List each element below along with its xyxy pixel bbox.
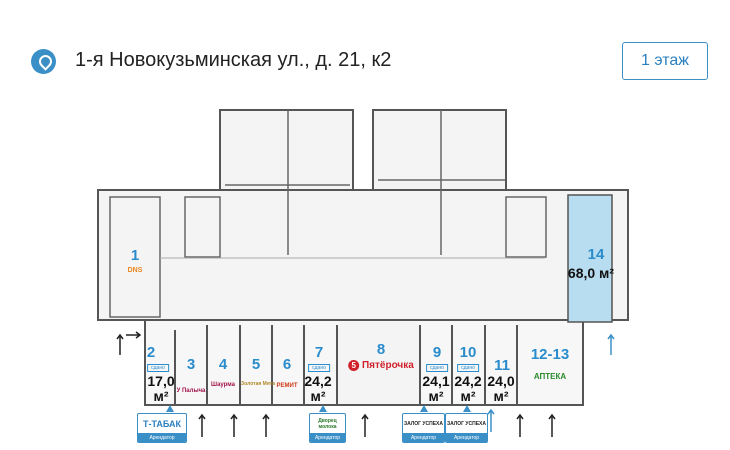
room-1-number[interactable]: 1 (130, 247, 140, 264)
room-2-status: сдано (147, 364, 169, 372)
floor-selector-button[interactable]: 1 этаж (622, 42, 708, 80)
entrance-arrow-icon (262, 413, 270, 437)
entrance-arrow-icon (361, 413, 369, 437)
tenant-marker-icon (319, 405, 327, 412)
entrance-arrow-icon (116, 333, 124, 355)
room-6-number[interactable]: 6 (282, 356, 292, 373)
room-10-status: сдано (457, 364, 479, 372)
room-8-number[interactable]: 8 (376, 341, 386, 358)
room-5-brand: Золотая Мята (241, 381, 275, 387)
entrance-arrow-icon (487, 408, 495, 432)
room-12-13-brand: АПТЕКА (533, 372, 567, 381)
tenant-marker-icon (420, 405, 428, 412)
room-14-highlight (567, 194, 613, 323)
room-14-area: 68,0 м² (567, 265, 615, 281)
entrance-arrow-icon (198, 413, 206, 437)
entrance-arrow-icon (607, 333, 615, 355)
entrance-arrow-icon (548, 413, 556, 437)
room-3-number[interactable]: 3 (186, 356, 196, 373)
room-11-number[interactable]: 11 (494, 357, 510, 374)
room-12-13-number[interactable]: 12-13 (530, 346, 570, 363)
room-6-brand: РЕМИТ (276, 383, 298, 389)
shop-dividers (174, 325, 518, 405)
room-9-status: сдано (426, 364, 448, 372)
room-1-area (109, 196, 161, 318)
main-hall (97, 189, 629, 321)
room-14-number[interactable]: 14 (587, 246, 605, 263)
room-7-status: сдано (308, 364, 330, 372)
room-2-number[interactable]: 2 (146, 344, 156, 361)
entrance-arrow-icon (516, 413, 524, 437)
room-9-number[interactable]: 9 (432, 344, 442, 361)
room-4-number[interactable]: 4 (218, 356, 228, 373)
location-pin-icon (31, 49, 56, 74)
address-title: 1-я Новокузьминская ул., д. 21, к2 (75, 49, 392, 71)
tenant-marker-icon (463, 405, 471, 412)
tenant-marker-icon (166, 405, 174, 412)
room-4-brand: Шаурма (211, 382, 235, 388)
room-7-number[interactable]: 7 (314, 344, 324, 361)
room-3-brand: У Палыча (176, 388, 206, 394)
room-5-number[interactable]: 5 (251, 356, 261, 373)
entrance-arrow-icon (126, 331, 142, 339)
entrance-arrow-icon (230, 413, 238, 437)
room-8-brand: 5 Пятёрочка (348, 360, 414, 371)
room-10-number[interactable]: 10 (459, 344, 477, 361)
room-1-brand: DNS (127, 267, 143, 274)
